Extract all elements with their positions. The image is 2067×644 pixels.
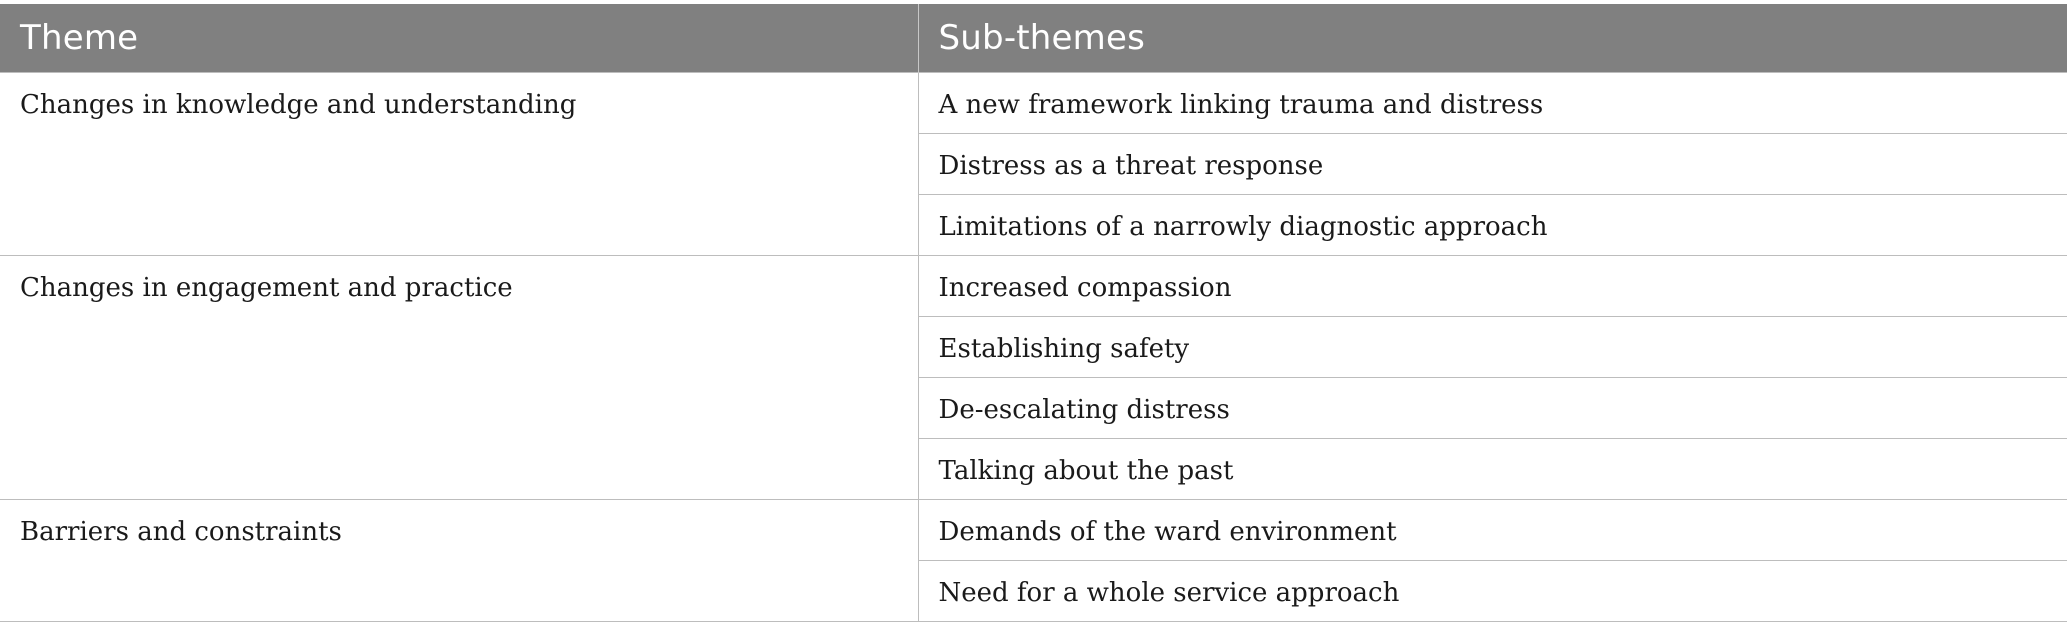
header-row: Theme Sub-themes <box>0 4 2067 72</box>
sub-theme-cell: De-escalating distress <box>917 376 2067 439</box>
theme-cell: Changes in engagement and practice <box>0 254 919 500</box>
table-row: Distress as a threat response <box>0 132 2067 195</box>
themes-table-container: Theme Sub-themes Changes in knowledge an… <box>0 4 2067 622</box>
header-theme: Theme <box>0 4 918 72</box>
themes-table: Theme Sub-themes Changes in knowledge an… <box>0 4 2067 622</box>
sub-theme-cell: Talking about the past <box>917 437 2067 500</box>
header-sub-themes: Sub-themes <box>917 4 2067 72</box>
table-row: Establishing safety <box>0 315 2067 378</box>
table-body: Changes in knowledge and understanding A… <box>0 71 2067 622</box>
table-header: Theme Sub-themes <box>0 4 2067 72</box>
table-row: Changes in knowledge and understanding A… <box>0 71 2067 256</box>
sub-theme-cell: Increased compassion <box>917 254 2067 317</box>
sub-theme-cell: A new framework linking trauma and distr… <box>917 71 2067 134</box>
sub-theme-cell: Limitations of a narrowly diagnostic app… <box>917 193 2067 256</box>
sub-theme-cell: Demands of the ward environment <box>917 498 2067 561</box>
sub-theme-cell: Need for a whole service approach <box>917 559 2067 622</box>
table-row: Need for a whole service approach <box>0 559 2067 622</box>
sub-theme-cell: Establishing safety <box>917 315 2067 378</box>
table-row: Barriers and constraints Demands of the … <box>0 498 2067 622</box>
table-row: Changes in engagement and practice Incre… <box>0 254 2067 500</box>
table-row: Limitations of a narrowly diagnostic app… <box>0 193 2067 256</box>
sub-theme-cell: Distress as a threat response <box>917 132 2067 195</box>
theme-cell: Barriers and constraints <box>0 498 919 622</box>
theme-cell: Changes in knowledge and understanding <box>0 71 919 256</box>
